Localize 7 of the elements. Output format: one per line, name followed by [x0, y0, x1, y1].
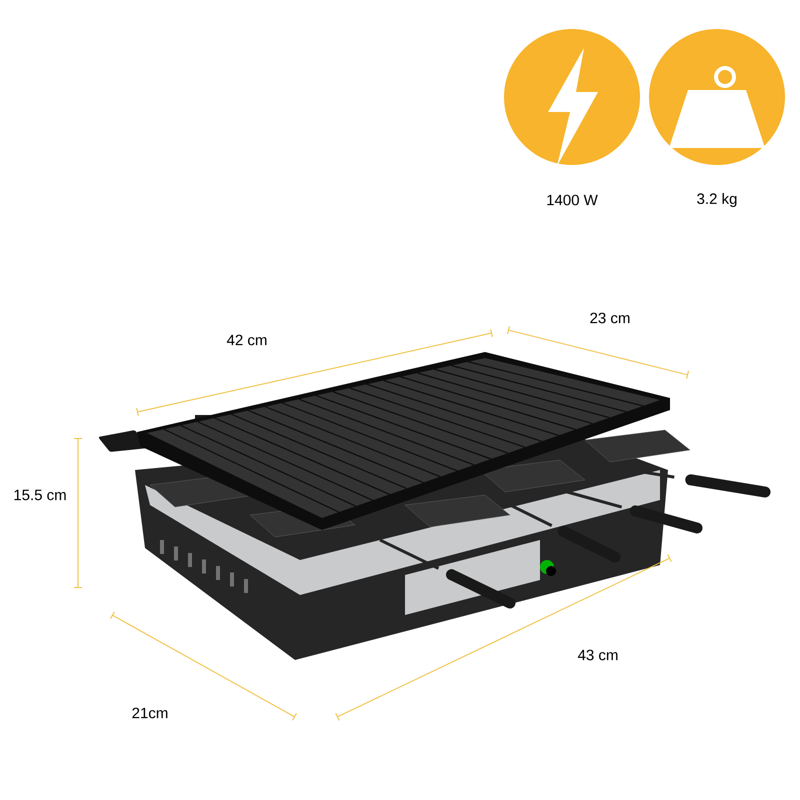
spec-label: 1400 W: [547, 194, 598, 206]
dimension-label: 43 cm: [578, 650, 618, 660]
dimension-label: 15.5 cm: [14, 490, 66, 500]
spec-label: 3.2 kg: [697, 193, 736, 207]
dimension-label: 23 cm: [590, 312, 630, 324]
dimension-label: 42 cm: [226, 334, 266, 346]
dimension-label: 21cm: [132, 708, 168, 718]
